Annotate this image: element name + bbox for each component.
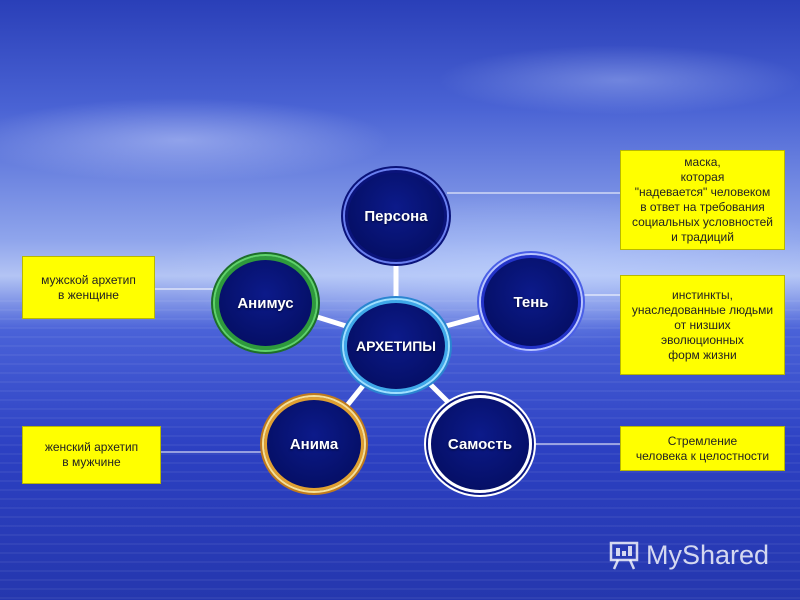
note-anima: женский архетип в мужчине [22,426,161,484]
node-persona: Персона [345,170,447,262]
node-animus: Анимус [215,256,316,350]
spoke-anima [342,379,369,411]
note-samost: Стремление человека к целостности [620,426,785,471]
node-persona-label: Персона [364,207,428,225]
note-animus: мужской архетип в женщине [22,256,155,319]
watermark-text: MyShared [646,539,770,570]
spoke-ten [443,313,486,329]
note-ten: инстинкты, унаследованные людьми от низш… [620,275,785,375]
node-anima-label: Анима [289,435,339,453]
presentation-board-icon [609,541,639,570]
watermark-logo: MyShared [608,537,769,573]
note-persona: маска, которая "надевается" человеком в … [620,150,785,250]
node-ten-label: Тень [513,293,549,311]
node-ten: Тень [481,255,581,349]
spoke-samost [425,379,453,407]
node-anima: Анима [264,397,364,491]
spoke-animus [311,313,349,329]
node-animus-label: Анимус [237,294,294,312]
node-samost: Самость [428,395,532,493]
node-center-archetypes: АРХЕТИПЫ [344,300,448,392]
node-samost-label: Самость [447,435,513,453]
center-label: АРХЕТИПЫ [356,338,436,354]
